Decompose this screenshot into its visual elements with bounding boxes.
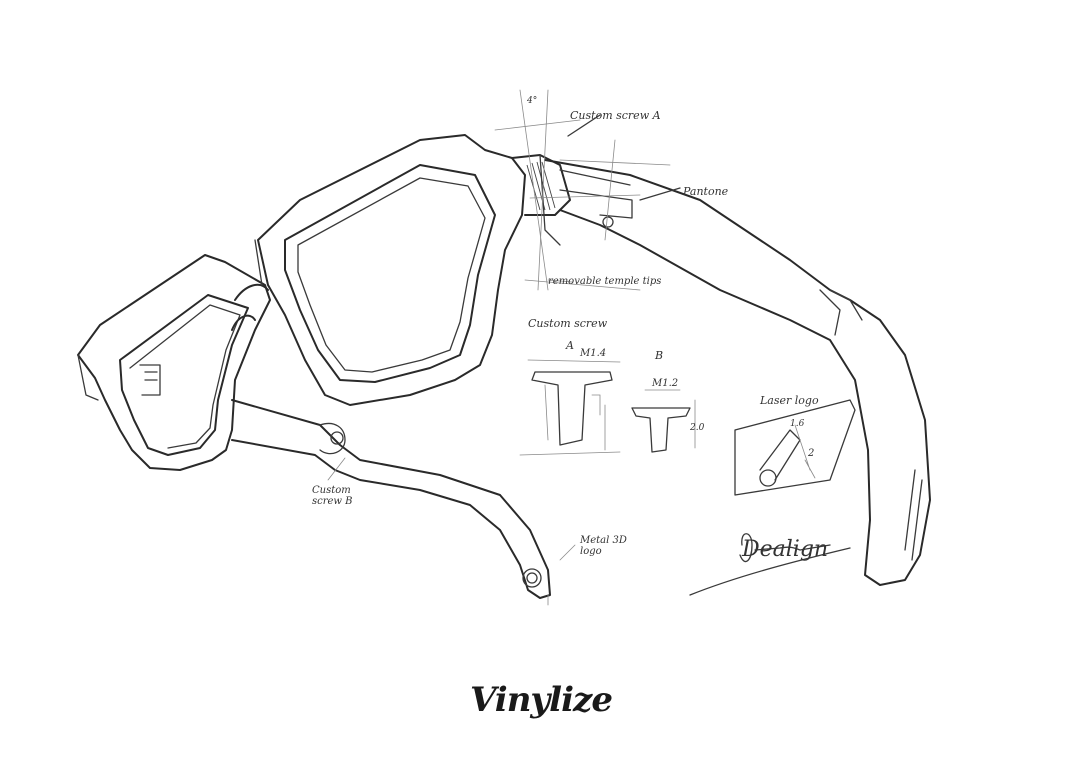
pantone-annotation: Pantone	[683, 185, 729, 198]
vinylize-logo: Vinylize	[470, 680, 613, 720]
label-a-annotation: A	[566, 339, 574, 352]
leader-lines	[327, 279, 576, 606]
laser-logo-detail	[734, 399, 856, 496]
construction-lines	[494, 89, 681, 291]
custom-screw-a-annotation: Custom screw A	[570, 109, 661, 122]
removable-temple-annotation: removable temple tips	[548, 276, 662, 287]
dim-2-annotation: 2	[808, 448, 815, 459]
far-temple-arm	[544, 159, 931, 586]
custom-screw-annotation: Custom screw	[528, 317, 608, 330]
bridge	[231, 239, 269, 331]
near-temple-arm	[139, 364, 551, 599]
metal-logo-annotation: Metal 3D logo	[580, 535, 627, 557]
left-lens-frame	[77, 254, 271, 471]
screw-detail-a	[519, 359, 621, 456]
angle-annotation: 4°	[527, 96, 538, 106]
signature-text: Dealign	[742, 537, 829, 562]
right-lens-frame	[257, 134, 526, 406]
dim-20-annotation: 2.0	[690, 423, 705, 433]
laser-logo-annotation: Laser logo	[760, 394, 819, 407]
dim-16-annotation: 1.6	[790, 419, 805, 429]
m14-annotation: M1.4	[580, 348, 607, 359]
m12-annotation: M1.2	[652, 378, 679, 389]
signature-mark	[689, 533, 851, 596]
custom-screw-b-annotation: Custom screw B	[312, 485, 353, 507]
label-b-annotation: B	[655, 349, 664, 362]
screw-detail-b	[631, 389, 696, 453]
